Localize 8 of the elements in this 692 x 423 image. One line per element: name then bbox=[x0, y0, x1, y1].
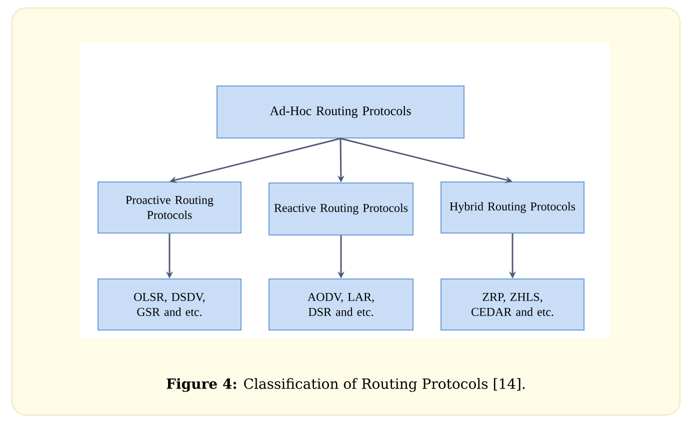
process-box: Hybrid Routing Protocols bbox=[440, 182, 584, 234]
process-box: Reactive Routing Protocols bbox=[268, 182, 414, 236]
process-box: OLSR, DSDV, GSR and etc. bbox=[98, 278, 242, 330]
process-box: Proactive Routing Protocols bbox=[98, 182, 242, 234]
process-box: AODV, LAR, DSR and etc. bbox=[268, 278, 414, 330]
caption: Figure 4: Classification of Routing Protocols [14]. bbox=[166, 378, 525, 392]
process-box: ZRP, ZHLS, CEDAR and etc. bbox=[440, 278, 584, 330]
process-box: Ad-Hoc Routing Protocols bbox=[216, 86, 464, 138]
